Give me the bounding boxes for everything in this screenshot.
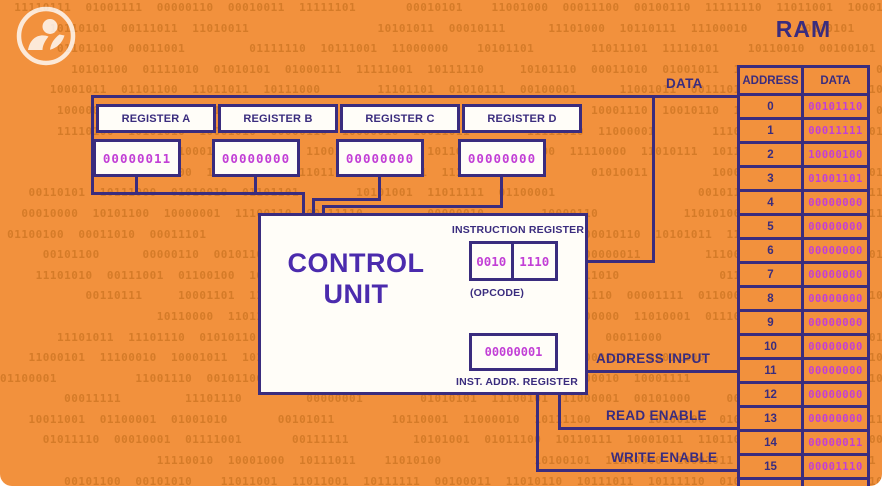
ram-row-data: 00000000	[804, 408, 867, 432]
ram-row-address: 4	[740, 192, 804, 216]
ram-row-address: 3	[740, 168, 804, 192]
wire-segment	[558, 395, 561, 430]
ram-row-address: 12	[740, 384, 804, 408]
ram-row-data: 00000000	[804, 288, 867, 312]
register-c-value: 00000000	[336, 139, 424, 177]
register-b-value: 00000000	[212, 139, 300, 177]
ram-row-address: 5	[740, 216, 804, 240]
instruction-opcode-bits: 0010	[472, 244, 514, 278]
wire-segment	[378, 177, 381, 201]
wire-segment	[500, 177, 503, 208]
instruction-register-label: INSTRUCTION REGISTER	[451, 224, 585, 236]
wire-segment	[536, 395, 539, 472]
data-bus-label: DATA	[666, 76, 703, 91]
ram-row-data: 00000000	[804, 192, 867, 216]
wire-segment	[91, 95, 737, 98]
wire-segment	[652, 95, 655, 263]
ram-title: RAM	[775, 16, 832, 42]
binary-texture-row: 11110111 01001111 00000110 00010011 1111…	[14, 1, 882, 14]
control-unit-title-line1: CONTROL	[287, 248, 425, 278]
wire-segment	[558, 427, 737, 430]
wire-segment	[322, 205, 325, 216]
ram-row-address	[740, 480, 804, 486]
ram-row-data: 00000000	[804, 360, 867, 384]
ram-row-address: 2	[740, 144, 804, 168]
wire-segment	[91, 192, 305, 195]
wire-segment	[312, 198, 381, 201]
control-unit-title-line2: UNIT	[323, 279, 389, 310]
ram-row-address: 14	[740, 432, 804, 456]
register-d-value: 00000000	[458, 139, 546, 177]
wire-segment	[91, 95, 94, 195]
ram-column-header-address: ADDRESS	[740, 68, 804, 96]
ram-row-data: 00001110	[804, 456, 867, 480]
wire-segment	[322, 205, 503, 208]
address-input-label: ADDRESS INPUT	[596, 351, 711, 366]
ram-row-data: 00000000	[804, 216, 867, 240]
ram-row-data: 00000000	[804, 312, 867, 336]
register-d-label: REGISTER D	[462, 104, 582, 133]
ram-row-address: 10	[740, 336, 804, 360]
ram-row-data: 00000000	[804, 336, 867, 360]
wire-segment	[536, 469, 737, 472]
pbs-logo	[16, 6, 76, 66]
wire-segment	[588, 370, 737, 373]
ram-row-address: 11	[740, 360, 804, 384]
register-c-label: REGISTER C	[340, 104, 460, 133]
ram-row-address: 15	[740, 456, 804, 480]
ram-row-data: 00000000	[804, 240, 867, 264]
ram-row-address: 8	[740, 288, 804, 312]
wire-segment	[557, 260, 655, 263]
wire-segment	[302, 192, 305, 216]
ram-row-data: 01001101	[804, 168, 867, 192]
write-enable-label: WRITE ENABLE	[611, 450, 718, 465]
instruction-address-bits: 1110	[519, 253, 550, 269]
register-a-label: REGISTER A	[96, 104, 216, 133]
ram-row-data: 00000011	[804, 432, 867, 456]
wire-segment	[312, 198, 315, 216]
wire-segment	[254, 177, 257, 195]
ram-row-data: 10000100	[804, 144, 867, 168]
ram-row-data: 00011111	[804, 120, 867, 144]
register-a-value: 00000011	[93, 139, 181, 177]
ram-row-data: 00000000	[804, 384, 867, 408]
control-unit-inner: CONTROL UNIT INSTRUCTION REGISTER 0010 1…	[261, 216, 585, 392]
read-enable-label: READ ENABLE	[606, 408, 707, 423]
ram-row-address: 1	[740, 120, 804, 144]
ram-row-address: 9	[740, 312, 804, 336]
ram-column-header-data: DATA	[804, 68, 867, 96]
ram-row-data	[804, 480, 867, 486]
ram-row-address: 7	[740, 264, 804, 288]
ram-row-address: 13	[740, 408, 804, 432]
inst-addr-register-box: 00000001	[469, 333, 558, 371]
binary-texture-row: 01101100 00011001 01111110 10111001 1100…	[0, 42, 882, 56]
wire-segment	[135, 177, 138, 195]
opcode-label: (OPCODE)	[469, 287, 525, 299]
ram-row-address: 6	[740, 240, 804, 264]
register-b-label: REGISTER B	[218, 104, 338, 133]
instruction-register-box: 0010 1110	[469, 241, 558, 281]
ram-row-data: 00101110	[804, 96, 867, 120]
ram-row-address: 0	[740, 96, 804, 120]
binary-texture-row: 10110101 00111011 11010011 10101011 0001…	[49, 21, 855, 35]
control-unit-title: CONTROL UNIT	[271, 248, 441, 310]
ram-row-data: 00000000	[804, 264, 867, 288]
control-unit-box: CONTROL UNIT INSTRUCTION REGISTER 0010 1…	[258, 213, 588, 395]
inst-addr-register-label: INST. ADDR. REGISTER	[455, 376, 579, 388]
